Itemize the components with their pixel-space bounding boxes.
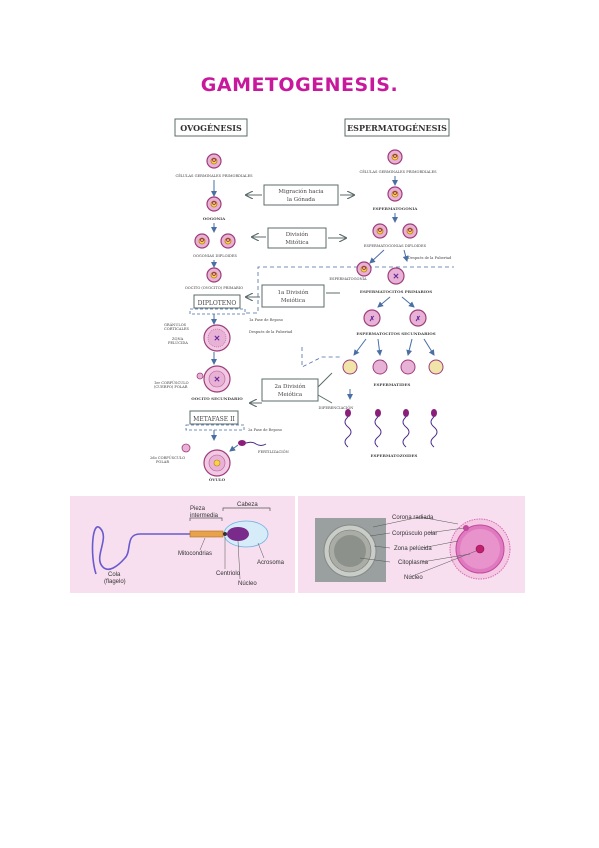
label-pieza-2: intermedia — [190, 513, 219, 519]
svg-text:✕: ✕ — [393, 271, 400, 281]
label-corpusculo1-2: (CUERPO) POLAR — [154, 385, 188, 389]
label-espermatogonias-diploides: ESPERMATOGONIAS DIPLOIDES — [364, 244, 427, 248]
label-oogonias-diploides: OOGONIAS DIPLOIDES — [193, 254, 237, 258]
label-oocito-secundario: OOCITO SECUNDARIO — [191, 396, 243, 401]
label-granulos: GRÁNULOS — [164, 322, 187, 327]
cell-oocito-granulos: ✕ — [203, 324, 231, 352]
label-oogonia: OOGONIA — [203, 216, 226, 221]
cell-espermatocito-sec-b: ✗ — [409, 309, 427, 327]
cell-oocito-primario — [206, 267, 222, 283]
label-cola-2: (flagelo) — [104, 579, 126, 585]
label-corpusculo2-2: POLAR — [156, 460, 169, 464]
cell-germinal-ovo — [206, 153, 222, 169]
label-espermatogonia2: ESPERMATOGONIA — [329, 277, 367, 281]
sperm-midpiece — [189, 530, 224, 538]
label-oocito-primario: OOCITO (OVOCITO) PRIMARIO — [185, 286, 243, 290]
egg-anatomy-panel: Corona radiada Corpúsculo polar Zona pel… — [298, 496, 525, 593]
label-espermatogonia: ESPERMATOGONIA — [373, 206, 419, 211]
box-2a-line2: Meiótica — [278, 391, 303, 398]
box-migracion — [246, 184, 354, 206]
label-pubertad-ovo: Después de la Pubertad — [249, 330, 293, 334]
box-mitotica — [252, 227, 346, 249]
label-corona: Corona radiada — [392, 515, 434, 521]
box-1a-line1: 1a División — [278, 289, 309, 296]
label-ovulo: ÓVULO — [209, 477, 226, 482]
fertilizing-sperm — [238, 440, 267, 446]
label-espermatozoides: ESPERMATOZOIDES — [371, 453, 418, 458]
label-zona: ZONA — [172, 337, 184, 341]
egg-illustration — [449, 518, 511, 580]
sperm-head — [223, 520, 269, 548]
label-cola: Cola — [108, 572, 121, 578]
esp-header: ESPERMATOGÉNESIS — [347, 123, 447, 133]
label-corpusculo2: 2do CORPÚSCULO — [150, 455, 185, 460]
label-granulos-2: CORTICALES — [164, 327, 190, 331]
box-1a-meiotica — [246, 284, 340, 308]
label-pieza: Pieza — [190, 506, 206, 512]
cell-espermatogonia — [387, 186, 403, 202]
cell-germinal-esp — [387, 149, 403, 165]
cell-espermatocito-primario: ✕ — [387, 267, 405, 285]
box-2a-meiotica — [250, 372, 333, 403]
box-mitotica-line2: Mitótica — [285, 239, 309, 246]
espermatides-row — [342, 359, 444, 375]
diploteno-label: DIPLOTENO — [198, 300, 237, 307]
metafase-box — [189, 410, 239, 425]
label-germinales-esp: CÉLULAS GERMINALES PRIMORDIALES — [359, 169, 437, 174]
sperm-anatomy-panel: Cabeza Pieza intermedia Mitocondrias Acr… — [70, 496, 295, 593]
label-zona-pelucida: Zona pelúcida — [394, 546, 432, 552]
label-mitocondrias: Mitocondrias — [178, 551, 212, 557]
cell-espermatogonia-a — [372, 223, 388, 239]
label-pubertad-esp: Después de la Pubertad — [408, 256, 452, 260]
label-reposo2: 2a Fase de Reposo — [248, 428, 282, 432]
svg-text:✗: ✗ — [415, 314, 421, 323]
metafase-label: METAFASE II — [193, 416, 235, 423]
cell-oocito-secundario: ✕ — [196, 365, 231, 393]
esp-header-box — [344, 118, 450, 137]
label-corpusculo1: 1er CORPÚSCULO — [154, 380, 189, 385]
label-primarios: ESPERMATOCITOS PRIMARIOS — [360, 289, 432, 294]
box-1a-line2: Meiótica — [281, 297, 306, 304]
metafase-dash — [185, 424, 245, 431]
label-reposo1: 1a Fase de Reposo — [249, 318, 283, 322]
cell-espermatocito-sec-a: ✗ — [363, 309, 381, 327]
diploteno-dash — [189, 308, 246, 315]
box-2a-line1: 2a División — [275, 383, 306, 390]
label-secundarios: ESPERMATOCITOS SECUNDARIOS — [356, 331, 435, 336]
diploteno-box — [193, 294, 241, 309]
box-migracion-line1: Migración hacia — [278, 188, 324, 195]
svg-text:✕: ✕ — [214, 374, 221, 384]
label-nucleo-egg: Núcleo — [404, 575, 423, 581]
label-cabeza: Cabeza — [237, 502, 258, 508]
label-diferenciacion: DIFERENCIACIÓN — [319, 405, 354, 410]
label-acrosoma: Acrosoma — [257, 560, 285, 566]
label-nucleo-sperm: Núcleo — [238, 581, 257, 587]
box-migracion-line2: la Gónada — [287, 196, 316, 203]
box-mitotica-line1: División — [286, 231, 309, 238]
svg-text:✗: ✗ — [369, 314, 375, 323]
cell-oogonia — [206, 196, 222, 212]
cell-oogonia-b — [220, 233, 236, 249]
label-centriolo: Centriolo — [216, 571, 241, 577]
cell-ovulo — [181, 443, 231, 477]
page-title: GAMETOGENESIS. — [200, 74, 399, 96]
label-citoplasma: Citoplasma — [398, 560, 429, 566]
label-espermatides: ESPERMATIDES — [374, 382, 411, 387]
label-germinales-ovo: CÉLULAS GERMINALES PRIMORDIALES — [175, 173, 253, 178]
egg-labels-lines — [359, 516, 477, 578]
cell-espermatogonia-c — [356, 261, 372, 277]
label-zona-2: PELÚCIDA — [168, 340, 188, 345]
cell-espermatogonia-b — [402, 223, 418, 239]
label-corpusculo-polar: Corpúsculo polar — [392, 531, 437, 537]
gametogenesis-diagram: OVOGÉNESIS ESPERMATOGÉNESIS CÉLULAS GERM… — [142, 107, 454, 486]
ovo-header: OVOGÉNESIS — [180, 123, 242, 133]
ovo-header-box — [174, 118, 248, 137]
svg-text:✕: ✕ — [214, 333, 221, 343]
espermatozoides-row — [344, 409, 438, 448]
cell-oogonia-a — [194, 233, 210, 249]
label-fertilizacion: FERTILIZACIÓN — [258, 449, 289, 454]
sperm-tail — [91, 526, 190, 575]
